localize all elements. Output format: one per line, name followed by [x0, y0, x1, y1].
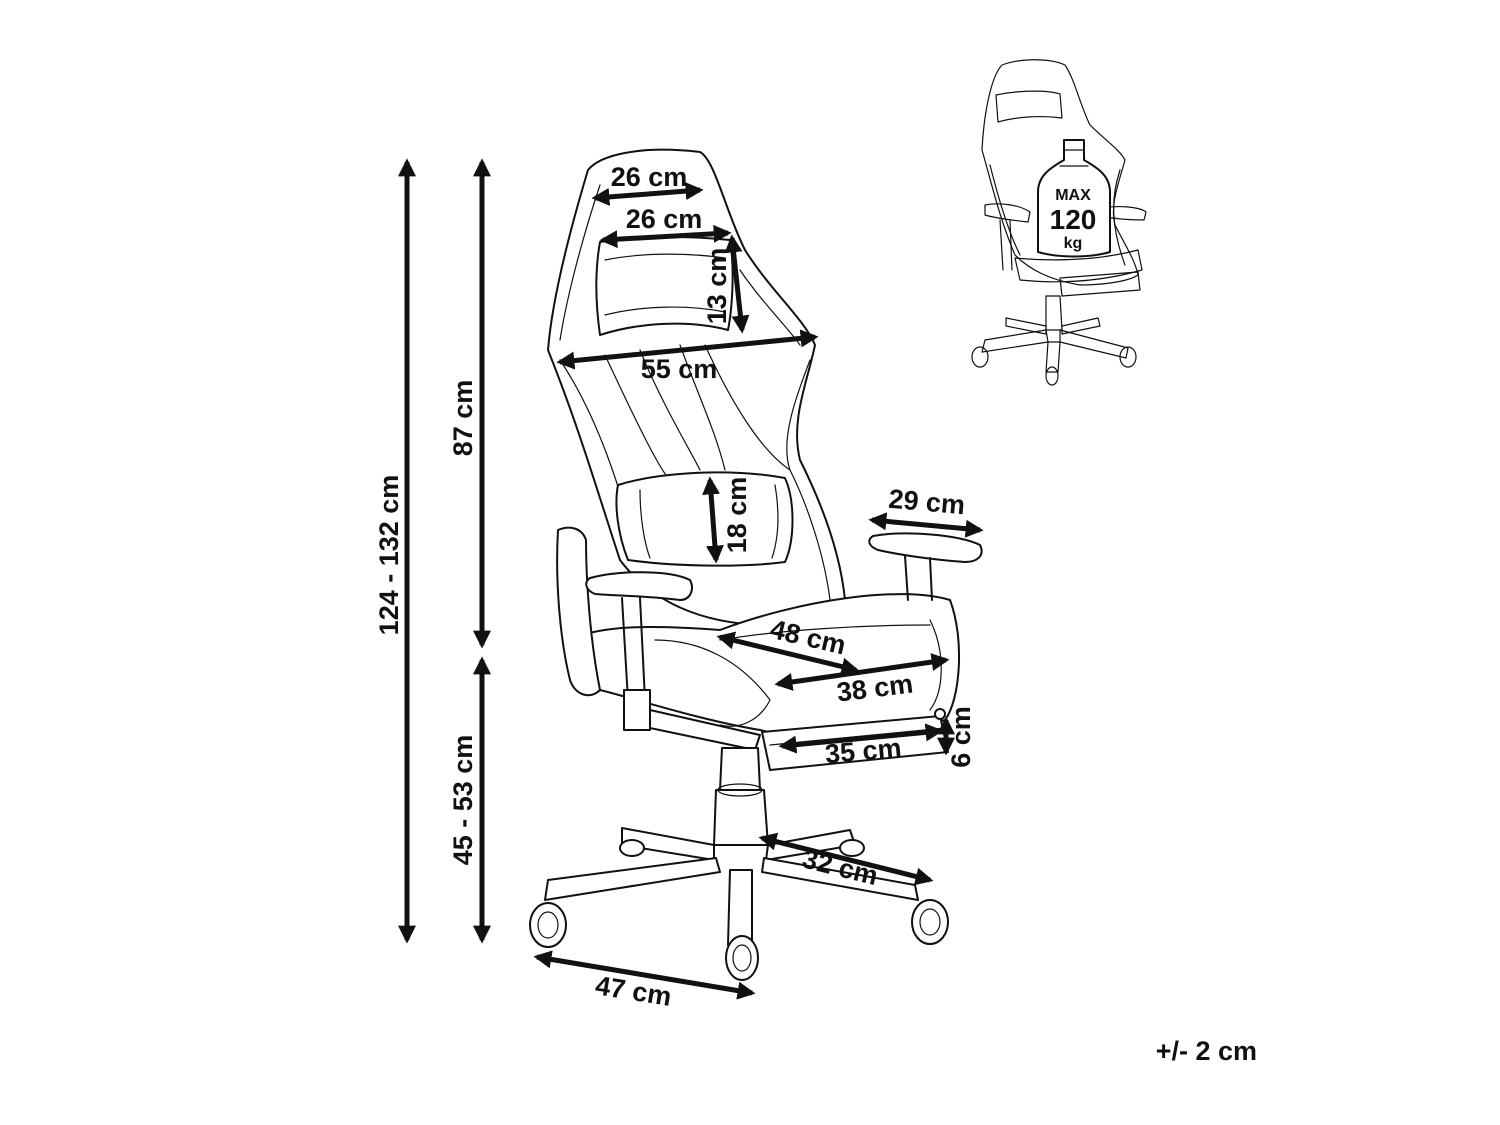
- max-load-value: 120: [1050, 204, 1097, 235]
- dimension-arrows: [398, 158, 984, 1000]
- reference-chair-thumbnail: [971, 59, 1147, 386]
- caster-left: [529, 902, 567, 948]
- backrest-height-label: 87 cm: [448, 380, 478, 457]
- caster-right: [911, 899, 949, 945]
- headrest-top-width-label: 26 cm: [611, 162, 688, 192]
- max-load-label: MAX: [1055, 187, 1091, 204]
- backrest-width-label: 55 cm: [641, 354, 718, 384]
- pillow-width-label: 26 cm: [626, 204, 703, 234]
- total-height-label: 124 - 132 cm: [374, 475, 404, 636]
- pillow-height-label: 13 cm: [702, 248, 732, 325]
- tolerance-note: +/- 2 cm: [1156, 1036, 1257, 1066]
- lumbar-height-label: 18 cm: [722, 477, 752, 554]
- footrest-thickness-label: 6 cm: [946, 706, 976, 768]
- chair-drawing: [529, 148, 983, 981]
- footrest-length-label: 35 cm: [824, 733, 903, 770]
- seat-height-label: 45 - 53 cm: [448, 735, 478, 866]
- max-load-unit: kg: [1064, 235, 1083, 252]
- armrest-length-label: 29 cm: [887, 484, 966, 521]
- caster-front: [725, 935, 759, 981]
